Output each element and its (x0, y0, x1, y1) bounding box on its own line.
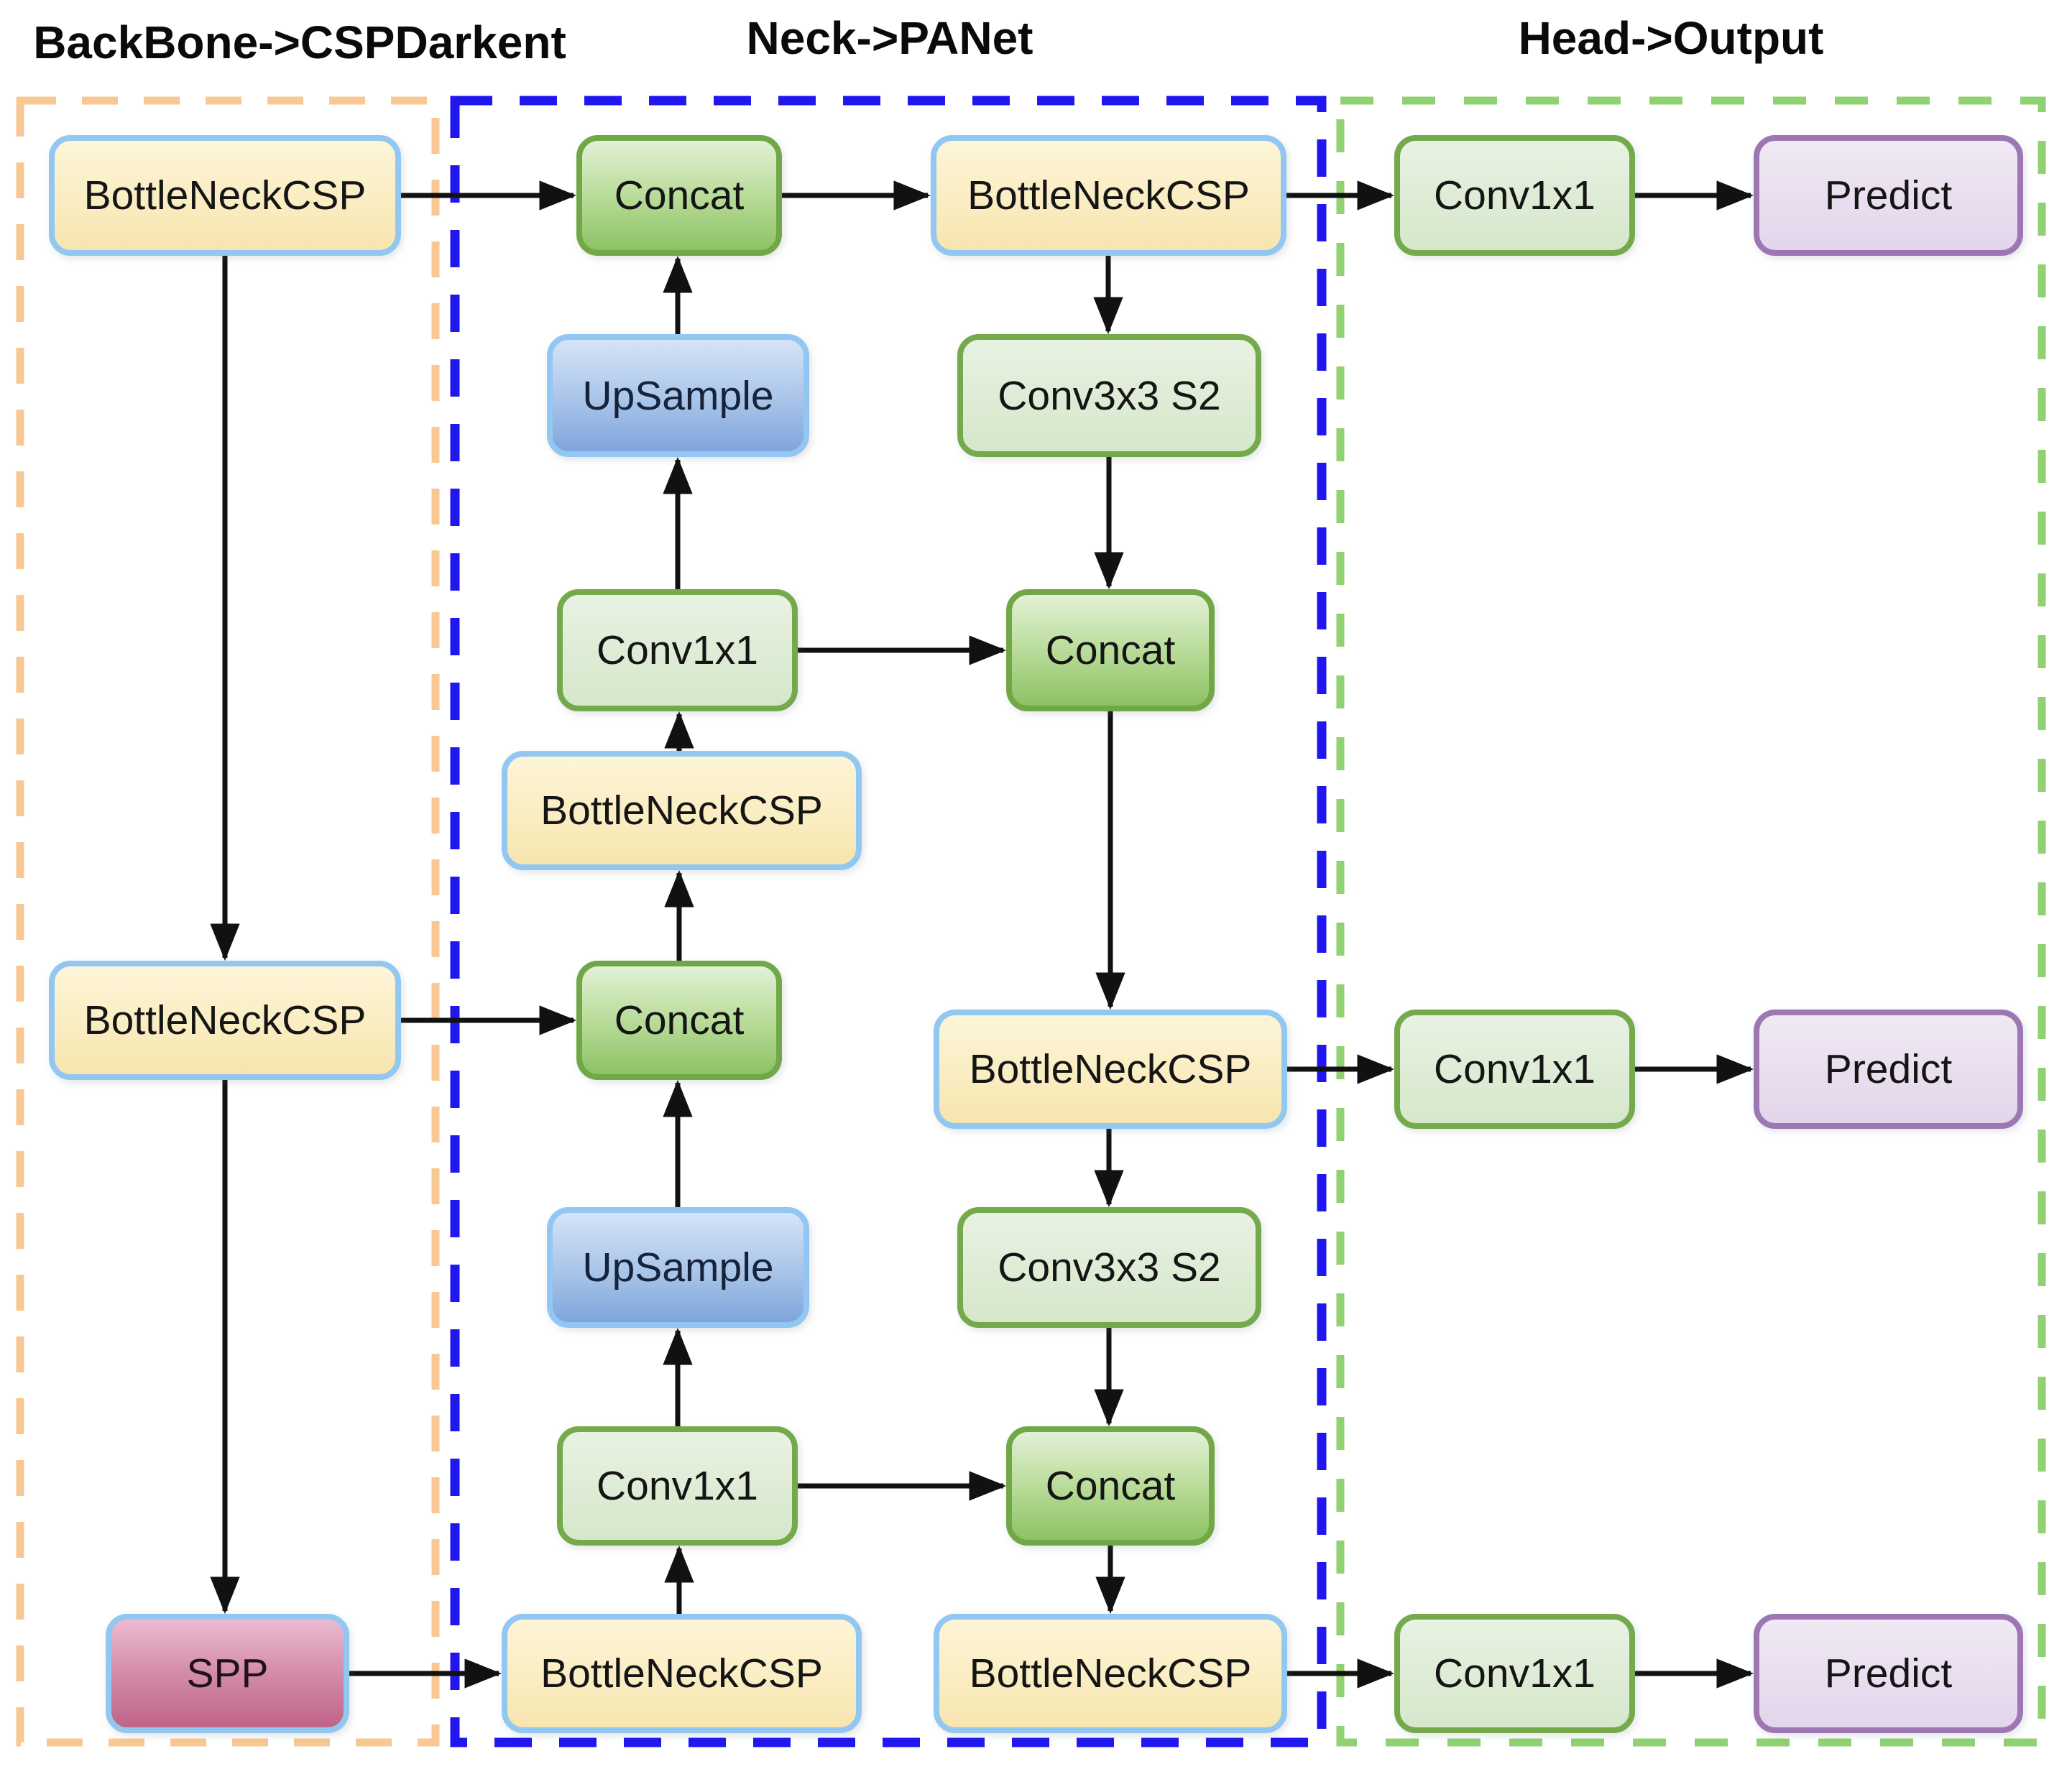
node-neck-conv3x3-1: Conv3x3 S2 (957, 334, 1261, 457)
node-neck-upsample-1: UpSample (547, 334, 809, 457)
head-section-title: Head->Output (1518, 12, 1824, 64)
node-head-conv1x1-1: Conv1x1 (1394, 135, 1635, 256)
node-neck-concat-1: Concat (576, 135, 782, 256)
node-neck-concat-2: Concat (576, 961, 782, 1080)
node-backbone-bottleneckcsp-1: BottleNeckCSP (49, 135, 401, 256)
node-neck-bottleneckcsp-4: BottleNeckCSP (934, 1010, 1287, 1129)
node-head-conv1x1-2: Conv1x1 (1394, 1010, 1635, 1129)
backbone-section-title: BackBone->CSPDarkent (33, 17, 566, 68)
node-neck-conv1x1-2: Conv1x1 (557, 1426, 798, 1546)
node-head-conv1x1-3: Conv1x1 (1394, 1614, 1635, 1733)
node-neck-bottleneckcsp-3: BottleNeckCSP (931, 135, 1286, 256)
node-head-predict-1: Predict (1754, 135, 2023, 256)
neck-region-outline (450, 96, 1327, 1747)
backbone-region-outline (16, 96, 440, 1747)
node-neck-concat-3: Concat (1006, 589, 1215, 711)
node-backbone-spp: SPP (106, 1614, 349, 1733)
node-neck-upsample-2: UpSample (547, 1207, 809, 1328)
node-neck-bottleneckcsp-2: BottleNeckCSP (502, 1614, 862, 1733)
node-backbone-bottleneckcsp-2: BottleNeckCSP (49, 961, 401, 1080)
node-neck-bottleneckcsp-1: BottleNeckCSP (502, 751, 862, 870)
neck-section-title: Neck->PANet (746, 12, 1033, 64)
node-neck-conv1x1-1: Conv1x1 (557, 589, 798, 711)
node-neck-bottleneckcsp-5: BottleNeckCSP (934, 1614, 1287, 1733)
node-neck-conv3x3-2: Conv3x3 S2 (957, 1207, 1261, 1328)
node-neck-concat-4: Concat (1006, 1426, 1215, 1546)
head-region-outline (1336, 96, 2046, 1747)
node-head-predict-2: Predict (1754, 1010, 2023, 1129)
node-head-predict-3: Predict (1754, 1614, 2023, 1733)
